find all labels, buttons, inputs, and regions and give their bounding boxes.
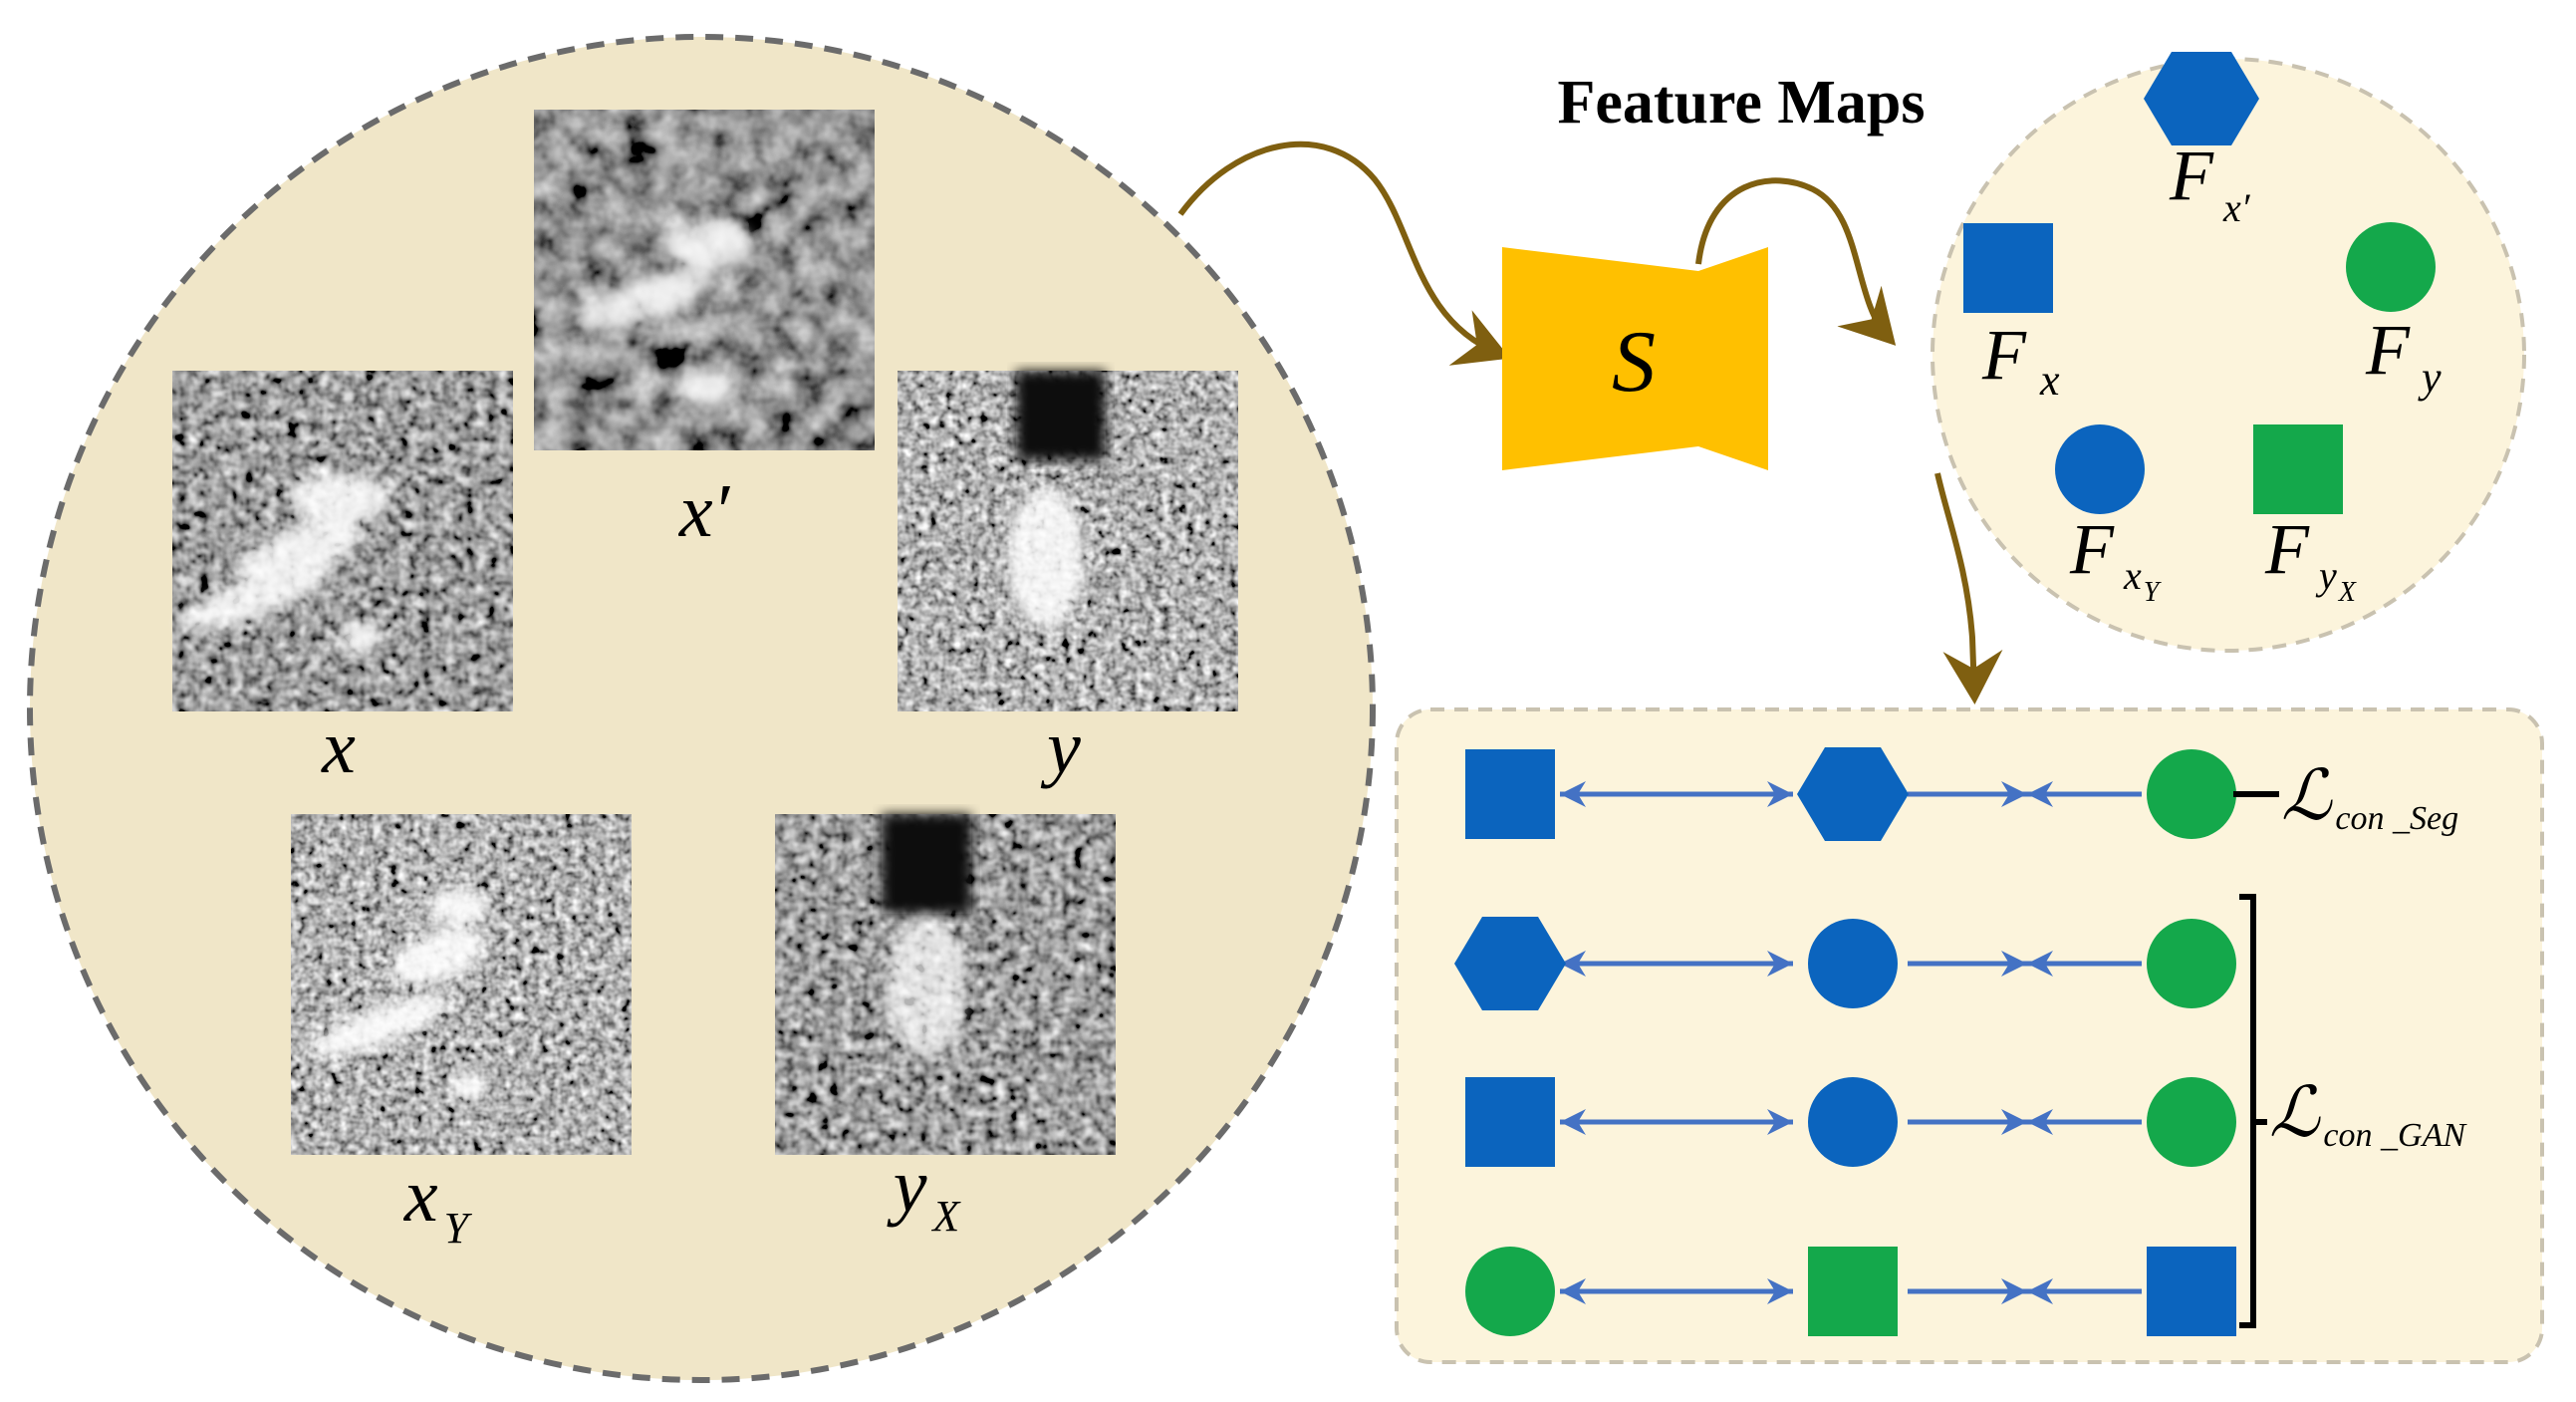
loss-gan-symbol: ℒ xyxy=(2269,1075,2321,1152)
arrowhead-meet-left xyxy=(2027,1109,2053,1135)
arrowhead-left xyxy=(1560,951,1586,977)
consistency-row-2 xyxy=(1454,917,2236,1010)
feature-x-prime-sub: x′ xyxy=(2222,185,2251,230)
label-x-Y-sub: Y xyxy=(444,1204,473,1253)
row-right-blue-square xyxy=(2147,1247,2236,1336)
feature-y-X-sub: y xyxy=(2315,553,2337,598)
row-mid-blue-circle xyxy=(1808,919,1898,1008)
arrowhead-meet-left xyxy=(2027,781,2053,807)
feature-x-Y-sub: x xyxy=(2123,553,2142,598)
loss-seg-sub: con _Seg xyxy=(2335,800,2458,837)
row-left-blue-hexagon xyxy=(1454,917,1566,1010)
arrow-network-to-features xyxy=(1695,177,1897,346)
arrowhead-left xyxy=(1560,1109,1586,1135)
feature-y-circle xyxy=(2346,222,2436,312)
feature-y-X-main: F xyxy=(2264,509,2310,589)
row-left-blue-square xyxy=(1465,1077,1555,1167)
arrow-features-to-losses xyxy=(1934,472,2003,704)
row-right-green-circle xyxy=(2147,1077,2236,1167)
arrowhead-to-mid xyxy=(1767,1278,1793,1304)
consistency-row-1 xyxy=(1465,747,2236,841)
row-left-green-circle xyxy=(1465,1247,1555,1336)
arrowhead-to-mid xyxy=(1767,1109,1793,1135)
network-s-label: S xyxy=(1612,314,1656,411)
feature-y-X-subsub: X xyxy=(2338,577,2357,608)
label-x-Y-main: x xyxy=(403,1154,438,1238)
arrowhead-left xyxy=(1560,781,1586,807)
sar-image-y-X xyxy=(775,814,1116,1155)
feature-x-main: F xyxy=(1981,315,2027,395)
arrowhead-to-mid xyxy=(1767,781,1793,807)
loss-seg-symbol: ℒ xyxy=(2281,758,2333,835)
arrowhead-to-mid xyxy=(1767,951,1793,977)
feature-x-Y-subsub: Y xyxy=(2144,577,2163,608)
arrowhead-meet-left xyxy=(2027,951,2053,977)
label-x: x xyxy=(321,705,356,789)
row-left-blue-square xyxy=(1465,749,1555,839)
consistency-row-4 xyxy=(1465,1247,2236,1336)
feature-y-X-square xyxy=(2253,424,2343,514)
label-x-prime: x′ xyxy=(678,469,731,553)
row-right-green-circle xyxy=(2147,919,2236,1008)
sar-image-y xyxy=(898,371,1238,711)
row-mid-blue-circle xyxy=(1808,1077,1898,1167)
arrow-images-to-network xyxy=(1177,140,1511,366)
label-y-X-sub: X xyxy=(930,1192,961,1241)
row-mid-green-square xyxy=(1808,1247,1898,1336)
feature-maps-title: Feature Maps xyxy=(1557,69,1925,137)
row-right-green-circle xyxy=(2147,749,2236,839)
feature-y-sub: y xyxy=(2418,353,2442,402)
arrowhead-meet-right xyxy=(2001,781,2027,807)
consistency-rows xyxy=(1454,747,2236,1336)
row-mid-blue-hexagon xyxy=(1797,747,1909,841)
arrowhead-meet-right xyxy=(2001,1109,2027,1135)
network-s-shape xyxy=(1502,247,1768,470)
feature-x-square xyxy=(1963,223,2053,313)
arrowhead-left xyxy=(1560,1278,1586,1304)
sar-image-x-Y xyxy=(291,814,632,1155)
arrowhead-meet-right xyxy=(2001,1278,2027,1304)
arrowhead-meet-left xyxy=(2027,1278,2053,1304)
feature-x-Y-main: F xyxy=(2069,509,2115,589)
consistency-row-3 xyxy=(1465,1077,2236,1167)
feature-x-prime-hexagon xyxy=(2144,52,2259,145)
label-y-X-main: y xyxy=(887,1144,927,1228)
sar-image-x-prime xyxy=(534,110,875,450)
loss-gan-sub: con _GAN xyxy=(2323,1117,2467,1154)
sar-image-x xyxy=(172,371,513,711)
feature-x-prime-main: F xyxy=(2169,136,2214,215)
arrowhead-meet-right xyxy=(2001,951,2027,977)
feature-x-Y-circle xyxy=(2055,424,2145,514)
feature-x-sub: x xyxy=(2039,356,2060,405)
feature-y-main: F xyxy=(2365,310,2411,390)
label-y: y xyxy=(1040,705,1081,789)
gan-bracket xyxy=(2239,894,2267,1328)
